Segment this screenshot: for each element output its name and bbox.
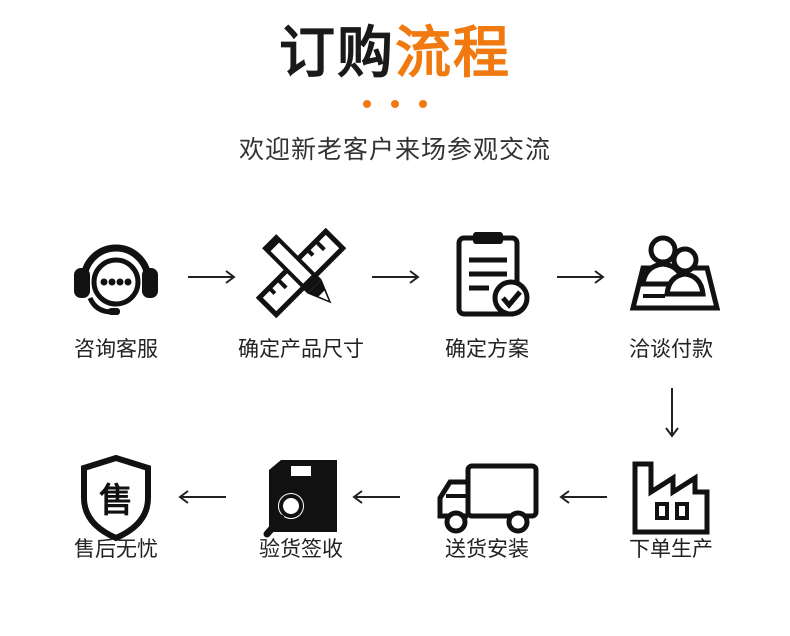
- arrow-left-icon: [352, 490, 400, 504]
- step-label: 洽谈付款: [629, 337, 713, 361]
- arrow-right-icon: [372, 270, 420, 284]
- subtitle: 欢迎新老客户来场参观交流: [238, 135, 551, 164]
- step-label: 咨询客服: [74, 337, 158, 361]
- clipboard-check-icon: [417, 228, 557, 318]
- truck-icon: [417, 452, 557, 542]
- headset-icon: [46, 228, 186, 318]
- shield-glyph: 售: [99, 481, 133, 521]
- arrow-right-icon: [557, 270, 605, 284]
- step-label: 售后无忧: [74, 537, 158, 561]
- title-main: 订购: [279, 21, 395, 86]
- arrow-left-icon: [178, 490, 226, 504]
- step-label: 送货安装: [445, 537, 529, 561]
- box-inspect-icon: [231, 452, 371, 542]
- step-label: 确定产品尺寸: [238, 337, 364, 361]
- page-title: 订购流程: [0, 18, 790, 90]
- arrow-right-icon: [188, 270, 236, 284]
- pencil-ruler-icon: [231, 228, 371, 318]
- factory-icon: [601, 452, 741, 542]
- title-accent: 流程: [395, 21, 511, 86]
- users-meeting-icon: [601, 228, 741, 318]
- step-label: 验货签收: [259, 537, 343, 561]
- shield-after-sale-icon: 售: [46, 452, 186, 542]
- step-label: 确定方案: [445, 337, 529, 361]
- step-label: 下单生产: [629, 537, 713, 561]
- title-dots-decoration: [363, 100, 427, 110]
- arrow-down-icon: [665, 388, 679, 438]
- arrow-left-icon: [559, 490, 607, 504]
